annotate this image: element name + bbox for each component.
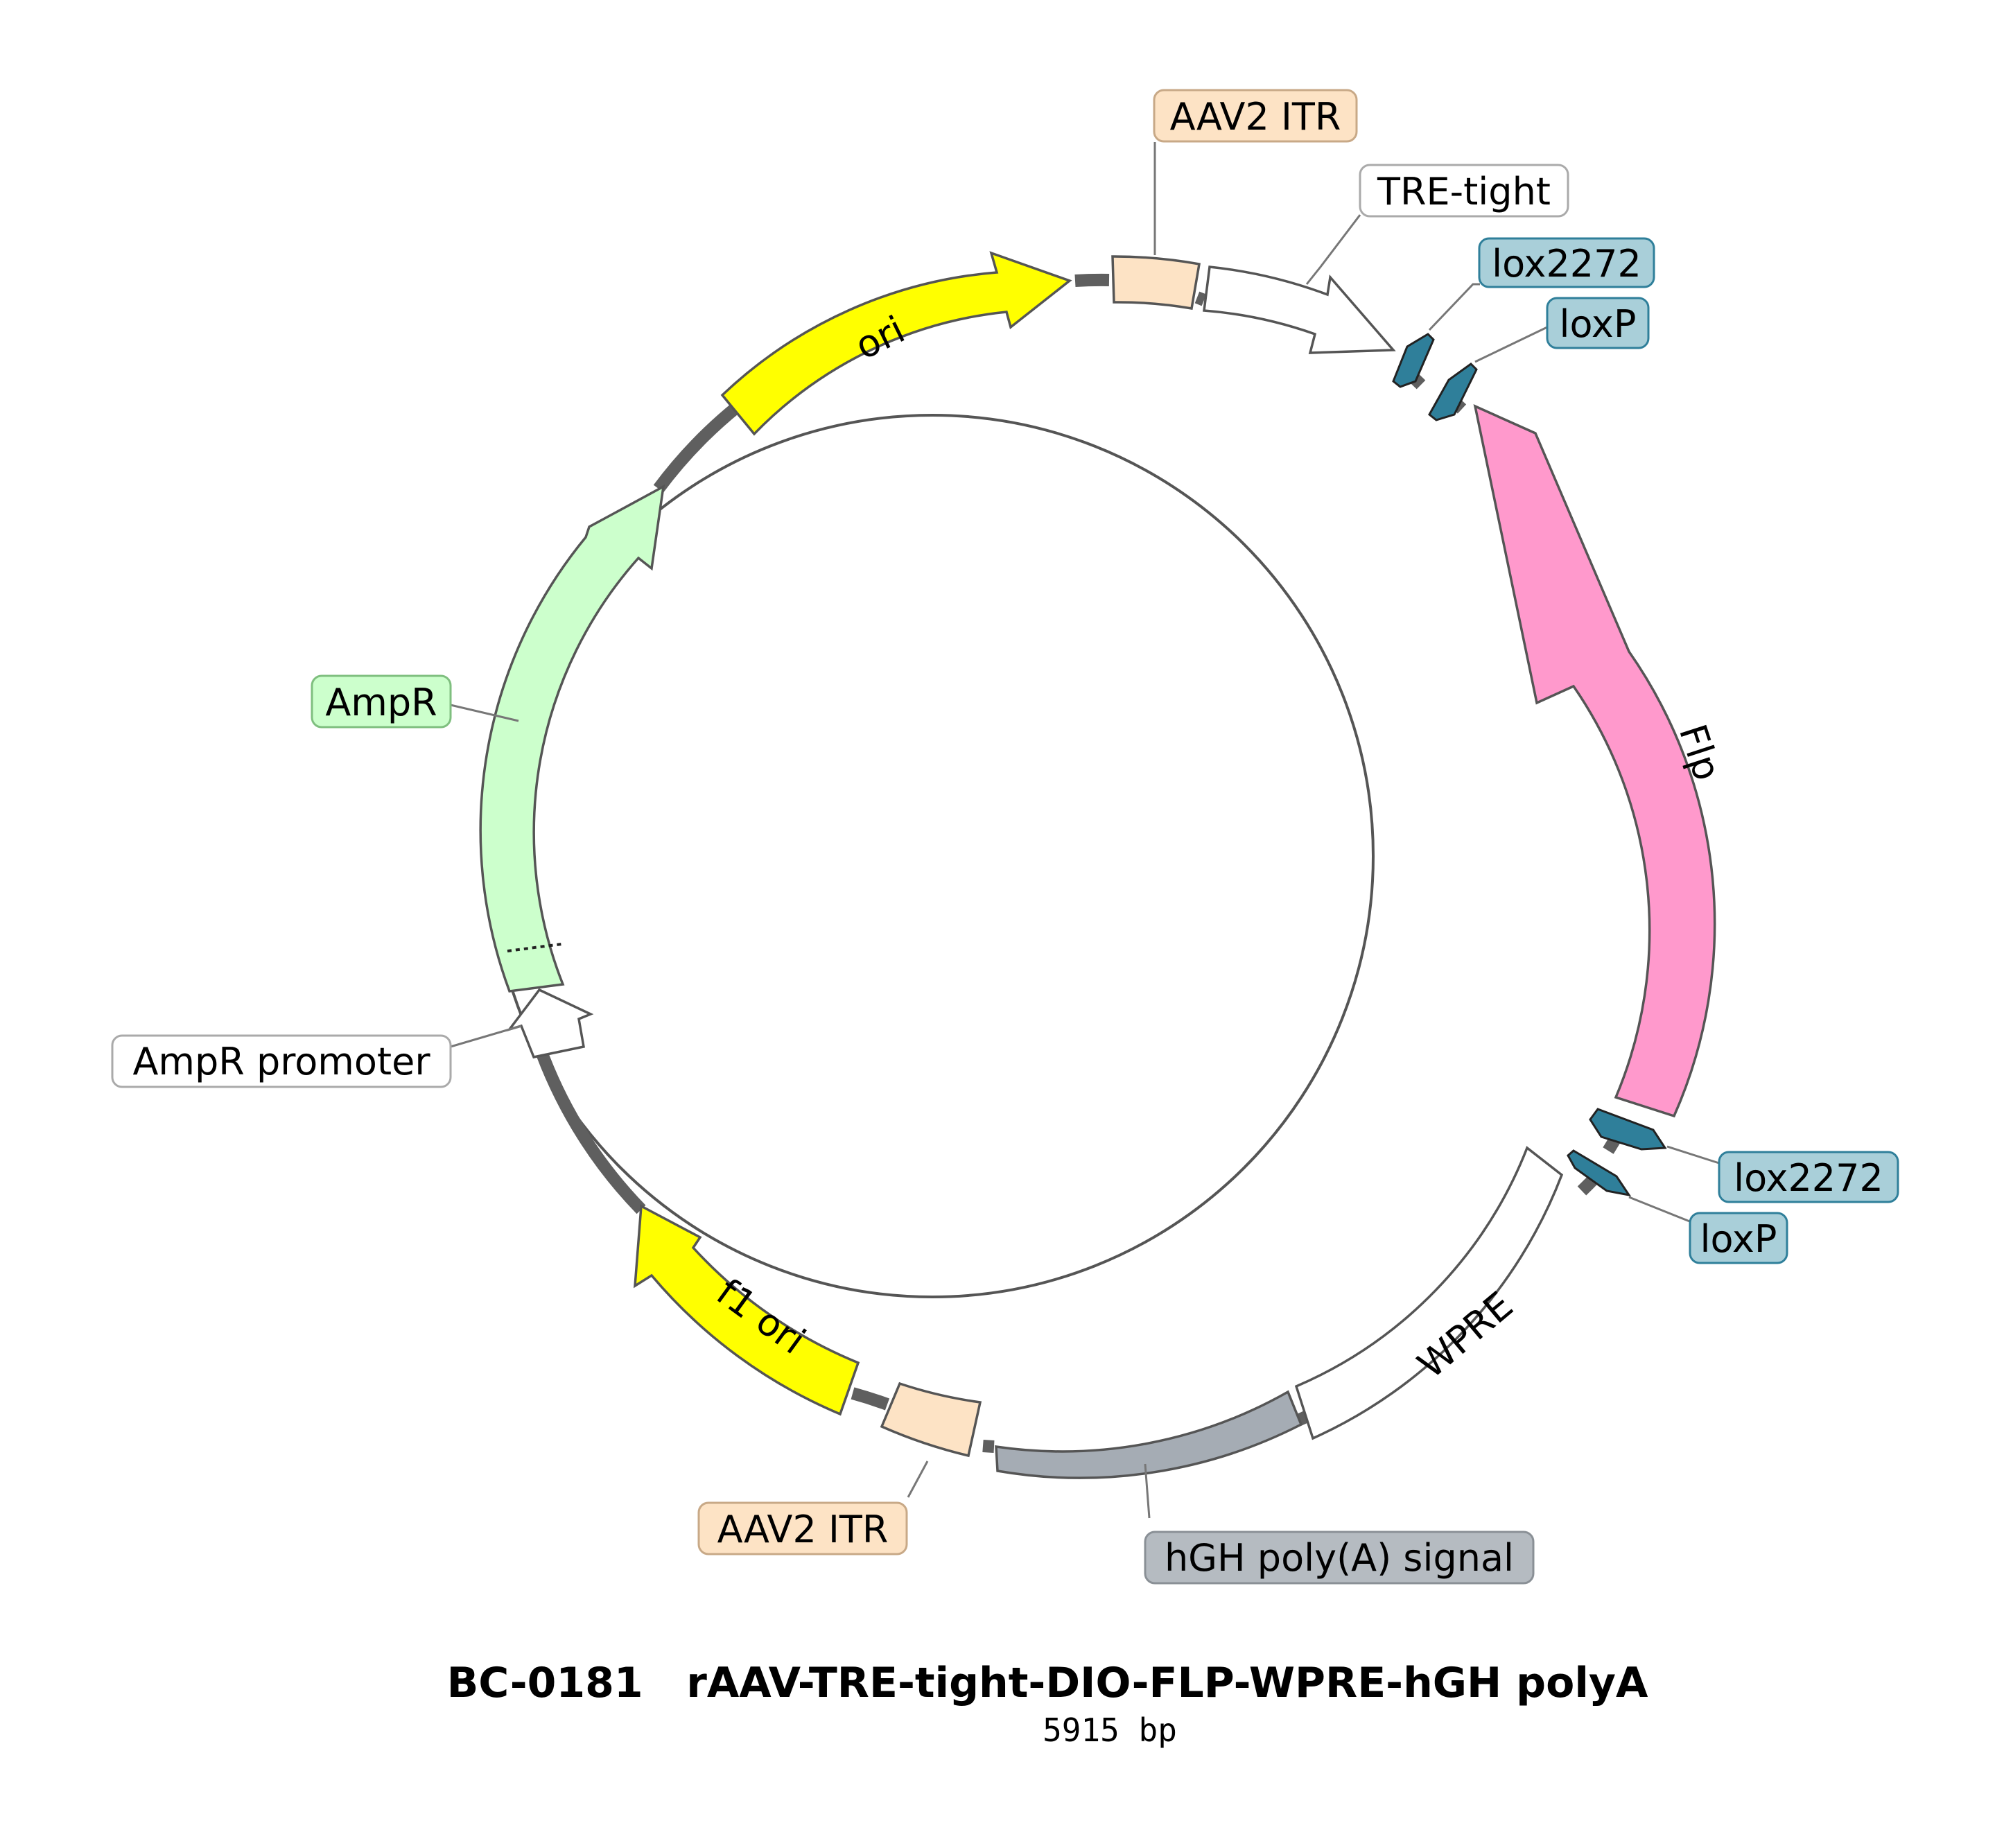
ampr-promoter-feature[interactable] — [506, 988, 594, 1059]
label-aav2-itr-bottom[interactable]: AAV2 ITR — [697, 1501, 908, 1555]
tre-tight-feature[interactable] — [1203, 265, 1396, 354]
label-aav2-itr-top-text: AAV2 ITR — [1170, 95, 1341, 139]
label-ampr-promoter[interactable]: AmpR promoter — [111, 1034, 452, 1088]
label-lox2272-top-text: lox2272 — [1492, 242, 1641, 286]
label-loxp-right-text: loxP — [1700, 1217, 1777, 1261]
label-loxp-right[interactable]: loxP — [1689, 1212, 1788, 1264]
ampr-split-line — [507, 943, 562, 952]
plasmid-name: rAAV-TRE-tight-DIO-FLP-WPRE-hGH polyA — [686, 1659, 1648, 1707]
label-tre-tight-text: TRE-tight — [1377, 170, 1551, 213]
plasmid-title: BC-0181 rAAV-TRE-tight-DIO-FLP-WPRE-hGH … — [447, 1659, 1648, 1707]
label-aav2-itr-top[interactable]: AAV2 ITR — [1153, 89, 1358, 143]
hgh-polya-feature[interactable] — [995, 1390, 1303, 1479]
label-hgh-polya[interactable]: hGH poly(A) signal — [1144, 1531, 1535, 1585]
label-aav2-itr-bottom-text: AAV2 ITR — [717, 1508, 889, 1551]
label-loxp-top[interactable]: loxP — [1546, 297, 1650, 349]
plasmid-id: BC-0181 — [447, 1659, 643, 1707]
label-loxp-top-text: loxP — [1560, 302, 1637, 346]
label-lox2272-right[interactable]: lox2272 — [1718, 1151, 1899, 1203]
f1-ori-feature[interactable] — [633, 1204, 860, 1416]
lox2272-right-feature[interactable] — [1589, 1108, 1667, 1151]
flp-feature[interactable] — [1473, 404, 1716, 1118]
label-ampr-text: AmpR — [325, 681, 437, 724]
loxp-right-feature[interactable] — [1567, 1149, 1632, 1197]
label-hgh-polya-text: hGH poly(A) signal — [1165, 1536, 1514, 1580]
leader-lines — [450, 142, 1720, 1519]
loxp-top-feature[interactable] — [1428, 363, 1478, 421]
label-lox2272-right-text: lox2272 — [1734, 1156, 1883, 1200]
label-tre-tight[interactable]: TRE-tight — [1359, 164, 1569, 218]
label-ampr-promoter-text: AmpR promoter — [132, 1040, 430, 1083]
plasmid-size: 5915 bp — [1043, 1711, 1177, 1749]
label-lox2272-top[interactable]: lox2272 — [1478, 237, 1655, 288]
label-ampr[interactable]: AmpR — [311, 674, 452, 729]
ampr-feature[interactable] — [479, 484, 665, 993]
lox2272-top-feature[interactable] — [1392, 333, 1435, 388]
aav2-itr-bottom-feature[interactable] — [880, 1381, 982, 1458]
wpre-feature[interactable] — [1294, 1146, 1564, 1440]
aav2-itr-top-feature[interactable] — [1111, 255, 1201, 311]
ori-feature[interactable] — [720, 251, 1072, 436]
